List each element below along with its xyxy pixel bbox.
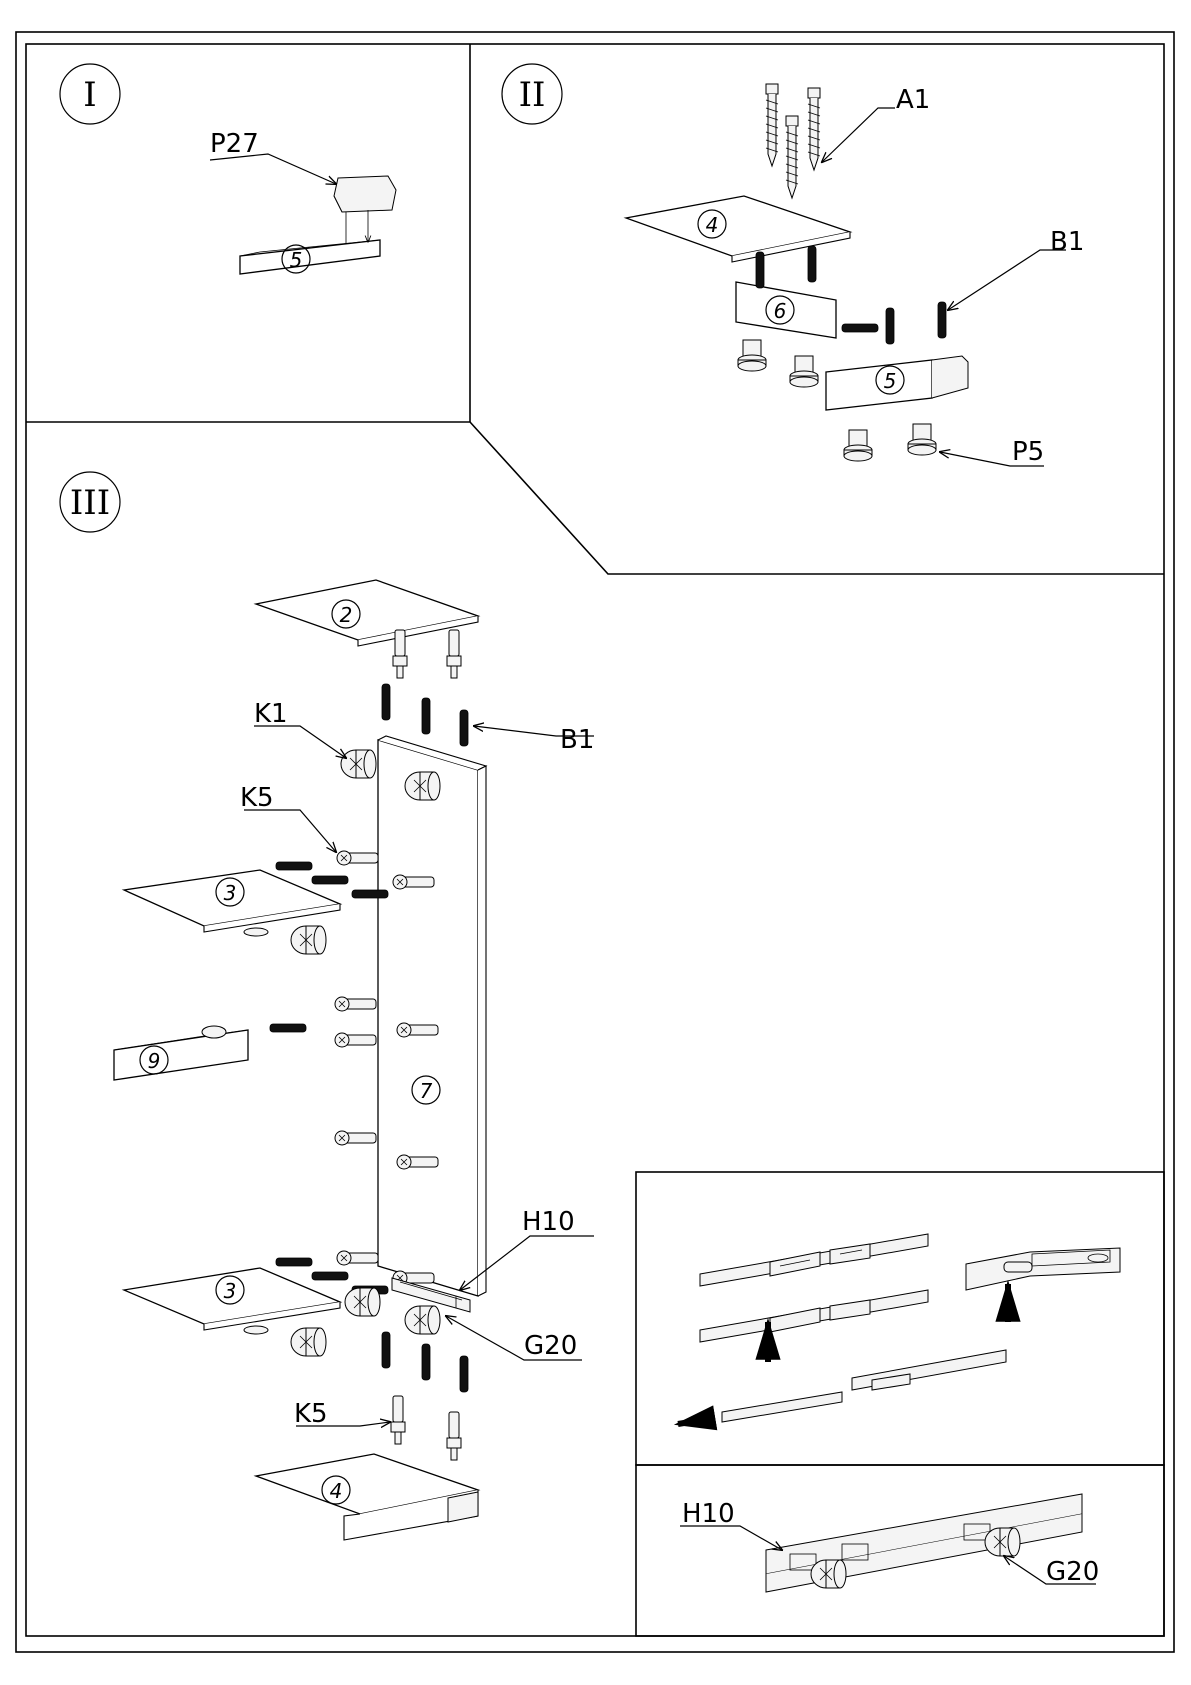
step-marker-1: I [60,64,120,124]
rail-separated [722,1350,1006,1422]
label-h10-main: H10 [522,1207,575,1237]
step3-drawing: 2 B1 7 K1 K5 3 [114,580,594,1540]
outer-border [16,32,1174,1652]
panel-number-7: 7 [420,1079,433,1103]
panel-number-5-step1: 5 [290,248,303,272]
rail-mounted [700,1290,928,1342]
rail-closeup [966,1248,1120,1290]
rail-detail-lower: H10 G20 [680,1494,1099,1592]
panel-number-4-step2: 4 [706,213,719,237]
label-k5-bottom: K5 [294,1399,328,1429]
rail-detail-upper [678,1234,1120,1424]
label-b1-step3: B1 [560,725,594,755]
label-k5-top: K5 [240,783,274,813]
step-marker-2: II [502,64,562,124]
label-k1: K1 [254,699,288,729]
label-b1-step2: B1 [1050,227,1084,257]
divider-ii-iii [26,422,1164,574]
label-p27: P27 [210,129,259,159]
bracket-p27 [334,176,396,212]
panel-number-3-lower: 3 [224,1279,237,1303]
panel-5-step2 [826,360,932,410]
step-marker-3: III [60,472,120,532]
panel-7 [378,740,478,1296]
panel-4-step2 [626,196,850,256]
rail-detail-box-upper [636,1172,1164,1465]
panel-number-6-step2: 6 [774,299,787,323]
panel-number-3-upper: 3 [224,881,237,905]
panel-number-2: 2 [340,603,353,627]
panel-number-5-step2: 5 [884,369,897,393]
panel-2 [256,580,478,640]
label-g20-main: G20 [524,1331,577,1361]
panel-number-4-bottom: 4 [330,1479,343,1503]
svg-text:II: II [519,75,546,115]
label-a1: A1 [896,85,930,115]
step2-drawing: 4 A1 6 5 B1 P5 [626,84,1084,467]
label-p5: P5 [1012,437,1044,467]
inner-border [26,44,1164,1636]
panel-number-9: 9 [148,1049,161,1073]
label-h10-detail: H10 [682,1499,735,1529]
step1-drawing: 5 P27 [210,129,396,274]
panel-9 [114,1030,248,1080]
rail-extended [700,1234,928,1286]
svg-text:III: III [70,483,110,523]
svg-text:I: I [83,75,96,115]
label-g20-detail: G20 [1046,1557,1099,1587]
